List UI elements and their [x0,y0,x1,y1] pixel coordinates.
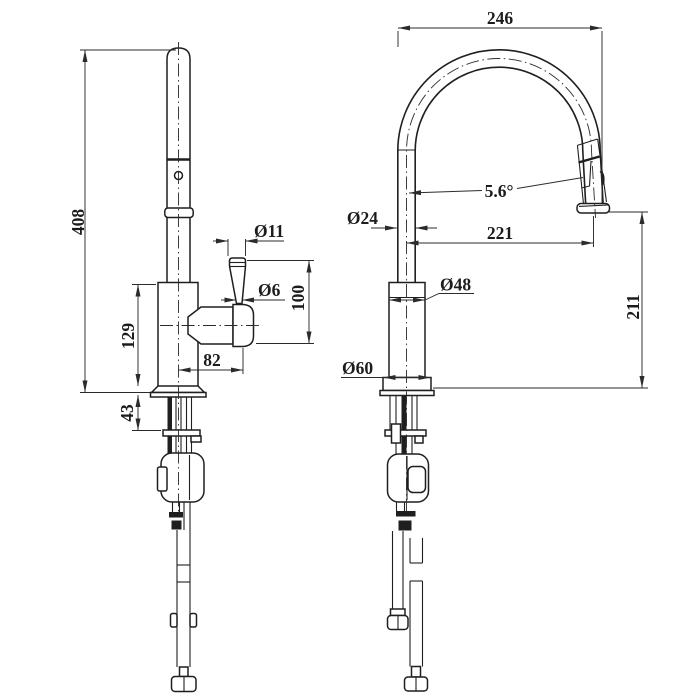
dim-body-dia-label: Ø48 [440,275,471,295]
hose-connector-front [395,502,416,531]
handle-lever [228,257,247,305]
mounting-nut-front [384,429,427,437]
dim-handle-knob-dia-label: Ø11 [254,221,284,241]
dim-under-deck-gap: 43 [117,395,161,431]
dim-body-dia: Ø48 [389,275,474,303]
supply-hose-left [389,531,406,617]
dim-spray-angle-label: 5.6° [485,181,514,201]
hose-nut-side [170,675,197,693]
dim-handle-stem-dia-label: Ø6 [258,280,281,300]
dim-handle-offset: 82 [178,348,244,374]
deck-plate-side [149,385,207,394]
dim-body-height-label: 129 [118,323,138,350]
mounting-nut-tab-front [414,435,424,444]
dim-overall-height-label: 408 [68,209,88,236]
dim-spout-reach: 221 [406,216,594,247]
front-view [379,49,611,692]
pipe-collar [164,207,194,219]
dim-overall-height: 408 [68,49,176,393]
hose-weight-side [156,452,205,503]
deck-step-front [382,376,432,392]
dim-base-dia-label: Ø60 [342,358,373,378]
spray-head [576,138,611,214]
hose-weight-front [386,453,430,503]
hose-nut-right [403,676,429,692]
dim-spout-reach-label: 221 [487,223,513,243]
dim-handle-height: 100 [247,260,314,344]
dim-handle-stem-dia: Ø6 [221,280,285,303]
dim-handle-knob-dia: Ø11 [213,221,284,256]
mounting-nut-side [162,429,201,437]
deck-base-front [379,389,435,397]
shank-lower-side [167,436,172,455]
centerline-front [406,58,596,512]
dim-handle-height-label: 100 [288,285,308,312]
hose-connector-side [169,502,183,530]
dim-spout-width-label: 246 [487,8,514,28]
dim-under-deck-gap-label: 43 [117,404,137,422]
dim-outlet-height-label: 211 [623,294,643,319]
supply-hose-right [409,538,424,678]
dim-spray-angle: 5.6° [408,177,584,201]
valve-port-cap [232,303,255,348]
dim-base-dia: Ø60 [341,358,431,380]
faucet-body-front [388,281,426,379]
dim-spout-width: 246 [397,8,603,203]
mounting-nut-tab-side [190,435,202,443]
mounting-shank-side [167,397,193,454]
dim-body-height: 129 [118,284,156,386]
dim-spout-tube-dia: Ø24 [347,208,437,231]
hose-nut-left [386,614,409,631]
dim-spout-tube-dia-label: Ø24 [347,208,378,228]
shank-step-front [390,423,402,444]
dim-handle-offset-label: 82 [203,350,221,370]
dim-outlet-height: 211 [433,211,648,389]
